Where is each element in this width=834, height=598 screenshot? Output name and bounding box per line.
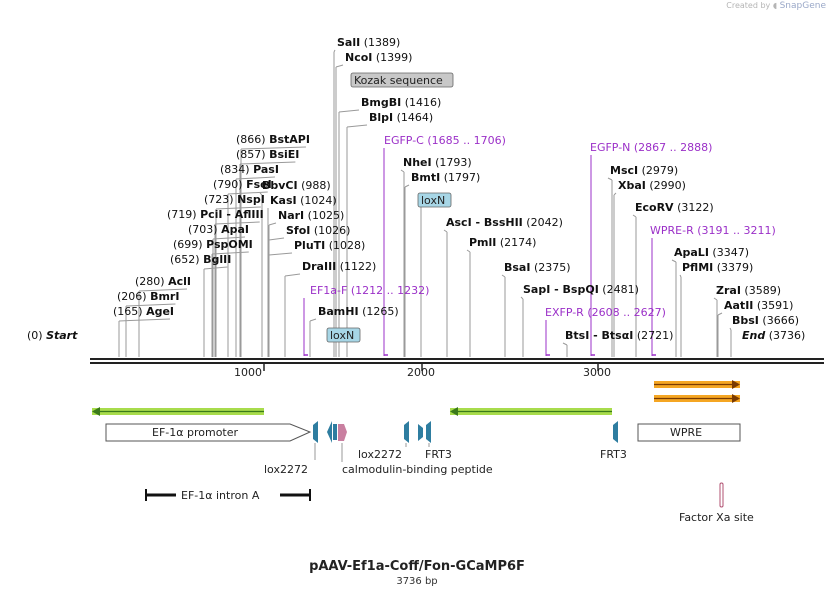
enzyme-fsei-label: (790) FseI [213, 178, 272, 191]
enzyme-msci-label: MscI (2979) [610, 164, 678, 177]
lox2272-marker-2 [327, 421, 332, 443]
enzyme-ecorv-label: EcoRV (3122) [635, 201, 714, 214]
enzyme-xbai-label: XbaI (2990) [618, 179, 686, 192]
ef1a-promoter-feature [105, 423, 312, 442]
boxed-label-loxn-1: loxN [417, 192, 452, 208]
enzyme-agei-label: (165) AgeI [113, 305, 174, 318]
snapgene-logo-icon: ◖ [772, 1, 778, 10]
factor-xa-feature [719, 482, 724, 508]
enzyme-pflmi-label: PflMI (3379) [682, 261, 753, 274]
enzyme-blpi-label: BlpI (1464) [369, 111, 433, 124]
frt3-marker-3 [613, 421, 618, 443]
svg-text:loxN: loxN [330, 329, 354, 342]
enzyme-nspi-label: (723) NspI [204, 193, 265, 206]
enzyme-zrai-label: ZraI (3589) [716, 284, 781, 297]
primer-egfp-n-label: EGFP-N (2867 .. 2888) [590, 141, 712, 154]
enzyme-nari-label: NarI (1025) [278, 209, 344, 222]
enzyme-bmri-label: (206) BmrI [117, 290, 179, 303]
enzyme-bsiei-label: (857) BsiEI [236, 148, 299, 161]
enzyme-nhei-label: NheI (1793) [403, 156, 472, 169]
ef1a-promoter-label: EF-1α promoter [152, 426, 239, 439]
primer-wpre-r-label: WPRE-R (3191 .. 3211) [650, 224, 776, 237]
sequence-backbone: 1000 2000 3000 [90, 358, 824, 379]
enzyme-sali-label: SalI (1389) [337, 36, 400, 49]
cbp-feature [338, 424, 347, 441]
boxed-label-kozak-sequence-0: Kozak sequence [350, 72, 454, 88]
lox2272-label-b: lox2272 [358, 448, 402, 461]
enzyme-aatii-label: AatII (3591) [724, 299, 793, 312]
features: EF-1α promoter WPRE lox2272 FRT3 FRT3 lo… [105, 421, 754, 524]
ruler-tick-2000: 2000 [407, 366, 435, 379]
frt3-marker-1 [418, 424, 423, 441]
enzyme-bsai-label: BsaI (2375) [504, 261, 571, 274]
orf-arrows [92, 380, 740, 416]
plasmid-length: 3736 bp [396, 576, 438, 587]
end-marker-label: End (3736) [742, 329, 805, 342]
lox2272-marker-1 [313, 421, 318, 443]
orf-arrow-right-1 [654, 380, 740, 389]
start-marker-label: (0) Start [27, 329, 78, 342]
enzyme-pmli-label: PmlI (2174) [469, 236, 536, 249]
wpre-feature [637, 423, 741, 442]
enzyme-bmgbi-label: BmgBI (1416) [361, 96, 441, 109]
factor-xa-label: Factor Xa site [679, 511, 754, 524]
frt3-marker-2 [426, 421, 431, 443]
enzyme-pluti-label: PluTI (1028) [294, 239, 365, 252]
snapgene-credit: Created by ◖ SnapGene [726, 1, 826, 11]
leader-lines [118, 49, 732, 357]
lox2272-label-a: lox2272 [264, 463, 308, 476]
enzyme-bbsi-label: BbsI (3666) [732, 314, 799, 327]
enzyme-sfoi-label: SfoI (1026) [286, 224, 350, 237]
lox2272-marker-3 [404, 421, 409, 443]
enzyme-draiii-label: DraIII (1122) [302, 260, 376, 273]
wpre-label: WPRE [670, 426, 702, 439]
enzyme-ncoi-label: NcoI (1399) [345, 51, 412, 64]
plasmid-name: pAAV-Ef1a-Coff/Fon-GCaMP6F [309, 559, 525, 574]
enzyme-apali-label: ApaLI (3347) [674, 246, 749, 259]
ruler-tick-3000: 3000 [583, 366, 611, 379]
intron-label: EF-1α intron A [181, 489, 260, 502]
enzyme-asci-bsshii-label: AscI - BssHII (2042) [446, 216, 563, 229]
enzyme-bstapi-label: (866) BstAPI [236, 133, 310, 146]
enzyme-kasi-label: KasI (1024) [270, 194, 337, 207]
orf-arrow-right-2 [654, 394, 740, 403]
primer-ef1a-f-label: EF1a-F (1212 .. 1232) [310, 284, 429, 297]
svg-text:loxN: loxN [421, 194, 445, 207]
svg-text:Kozak sequence: Kozak sequence [354, 74, 443, 87]
cbp-label: calmodulin-binding peptide [342, 463, 493, 476]
boxed-label-loxn-2: loxN [326, 327, 361, 343]
enzyme-acli-label: (280) AclI [135, 275, 191, 288]
enzyme-bmti-label: BmtI (1797) [411, 171, 480, 184]
primer-exfp-r-label: EXFP-R (2608 .. 2627) [545, 306, 666, 319]
orf-arrow-left-2 [450, 407, 612, 416]
frt3-label-a: FRT3 [425, 448, 452, 461]
enzyme-bamhi-label: BamHI (1265) [318, 305, 399, 318]
enzyme-pcii-afliii-label: (719) PciI - AflIII [167, 208, 264, 221]
frt3-label-b: FRT3 [600, 448, 627, 461]
ruler-tick-1000: 1000 [234, 366, 262, 379]
primer-egfp-c-label: EGFP-C (1685 .. 1706) [384, 134, 506, 147]
enzyme-pspomi-label: (699) PspOMI [173, 238, 253, 251]
enzyme-btsi-bts-i-label: BtsI - BtsαI (2721) [565, 329, 673, 342]
orf-arrow-left-1 [92, 407, 264, 416]
credit-prefix: Created by [726, 1, 771, 10]
enzyme-sapi-bspqi-label: SapI - BspQI (2481) [523, 283, 639, 296]
loxn-marker-1 [333, 424, 337, 440]
enzyme-apai-label: (703) ApaI [188, 223, 249, 236]
intron-feature [145, 489, 311, 501]
enzyme-labels: SalI (1389) NcoI (1399) BmgBI (1416) BlpI (… [27, 36, 805, 343]
enzyme-bbvci-label: BbvCI (988) [262, 179, 331, 192]
enzyme-pasi-label: (834) PasI [220, 163, 279, 176]
credit-brand: SnapGene [779, 1, 826, 11]
enzyme-bglii-label: (652) BglII [170, 253, 231, 266]
